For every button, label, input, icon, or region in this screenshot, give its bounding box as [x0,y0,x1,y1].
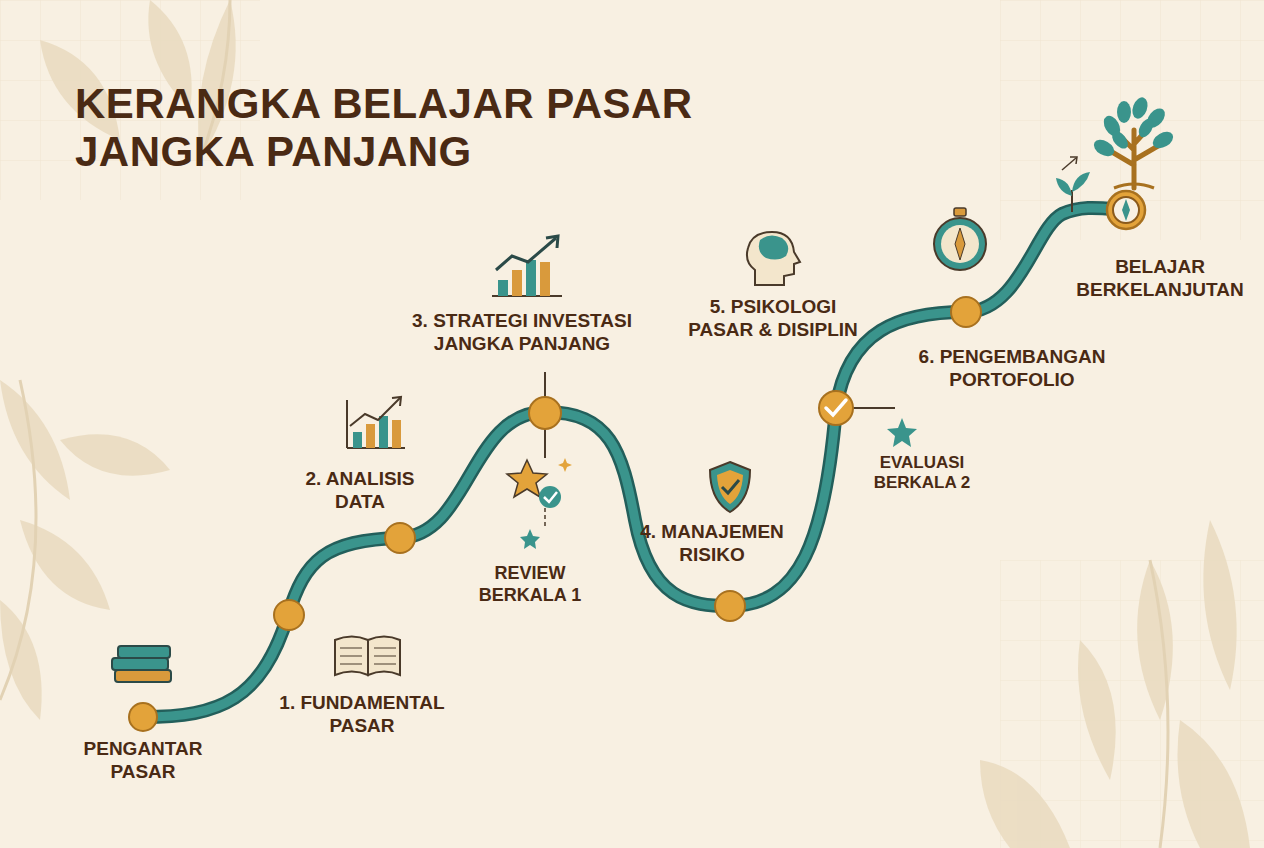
milestone-label: BELAJAR BERKELANJUTAN [1070,256,1250,302]
milestone-label: PENGANTAR PASAR [73,738,213,784]
review-label: EVALUASI BERKALA 2 [852,453,992,494]
milestone-label: 6. PENGEMBANGAN PORTOFOLIO [902,346,1122,392]
diagram-title: KERANGKA BELAJAR PASAR JANGKA PANJANG [75,80,695,177]
milestone-label: 4. MANAJEMEN RISIKO [625,521,800,567]
milestone-label: 1. FUNDAMENTAL PASAR [260,692,465,738]
review-label: REVIEW BERKALA 1 [465,563,595,606]
milestone-label: 3. STRATEGI INVESTASI JANGKA PANJANG [375,310,670,356]
milestone-label: 2. ANALISIS DATA [285,468,435,514]
milestone-label: 5. PSIKOLOGI PASAR & DISIPLIN [688,296,858,342]
